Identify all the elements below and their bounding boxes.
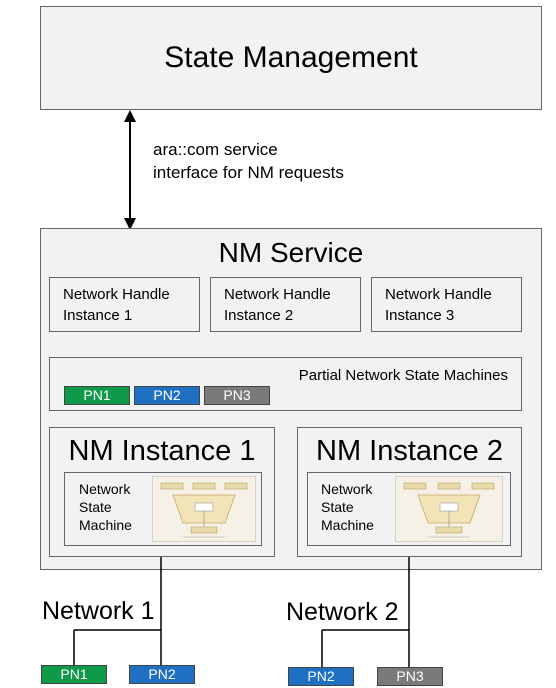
network-1-pn1: PN1	[41, 665, 107, 684]
handle-3-line2: Instance 3	[385, 307, 455, 324]
sm-1-line2: State	[79, 499, 112, 515]
network-1-label: Network 1	[42, 597, 155, 625]
state-management-box: State Management	[40, 6, 542, 110]
nm-instance-2-title: NM Instance 2	[316, 435, 503, 467]
interface-label-line2: interface for NM requests	[153, 163, 344, 182]
sm-1-line1: Network	[79, 481, 131, 497]
handle-3-line1: Network Handle	[385, 286, 492, 303]
state-machine-thumbnail-2	[395, 476, 503, 542]
pn1-badge: PN1	[64, 386, 130, 405]
handle-2-line1: Network Handle	[224, 286, 331, 303]
interface-arrow	[124, 110, 136, 230]
sm-2-line1: Network	[321, 481, 373, 497]
interface-label-line1: ara::com service	[153, 140, 278, 159]
network-1-pn2: PN2	[129, 665, 195, 684]
handle-1-line1: Network Handle	[63, 286, 170, 303]
network-2-label: Network 2	[286, 598, 399, 626]
sm-2-line2: State	[321, 499, 354, 515]
handle-1-line2: Instance 1	[63, 307, 133, 324]
network-handle-instance-1: Network Handle Instance 1	[49, 277, 200, 332]
network-2-pn2: PN2	[288, 667, 354, 686]
sm-2-line3: Machine	[321, 517, 374, 533]
nm-service-title: NM Service	[218, 237, 364, 268]
nm-instance-1-title: NM Instance 1	[68, 435, 256, 467]
pn2-badge: PN2	[134, 386, 200, 405]
sm-1-line3: Machine	[79, 517, 132, 533]
state-management-title: State Management	[164, 41, 418, 74]
network-handle-instance-2: Network Handle Instance 2	[210, 277, 361, 332]
handle-2-line2: Instance 2	[224, 307, 294, 324]
network-handle-instance-3: Network Handle Instance 3	[371, 277, 522, 332]
network-2-pn3: PN3	[377, 667, 443, 686]
partial-network-title: Partial Network State Machines	[298, 367, 508, 384]
state-machine-thumbnail-1	[152, 476, 256, 542]
pn3-badge: PN3	[204, 386, 270, 405]
